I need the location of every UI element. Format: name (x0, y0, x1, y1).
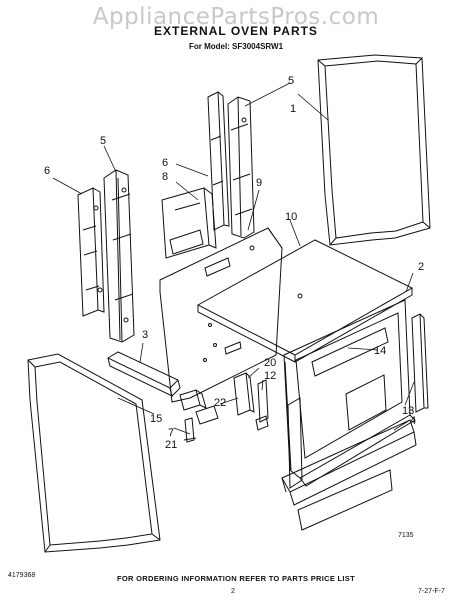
callout-20: 20 (264, 357, 277, 369)
hinge-brackets (234, 373, 268, 430)
vent-bracket-part-8 (162, 188, 216, 258)
callout-5-left: 5 (100, 135, 107, 147)
door-frame-part-1 (318, 55, 430, 245)
callout-3: 3 (142, 329, 149, 341)
callout-1: 1 (290, 103, 297, 115)
callout-22: 22 (214, 397, 227, 409)
back-panel-part-9 (160, 228, 282, 402)
leveling-legs (180, 390, 218, 442)
callout-4: 4 (410, 415, 417, 427)
document-number: 4179368 (8, 572, 36, 579)
callout-13: 13 (402, 405, 415, 417)
door-panel-part-14 (312, 328, 388, 430)
callout-12: 12 (264, 370, 277, 382)
left-channel-part-5 (104, 170, 134, 342)
callout-6-center: 6 (162, 157, 169, 169)
lower-front-panel (288, 398, 392, 530)
right-channel-part-5 (228, 97, 254, 238)
ordering-note: FOR ORDERING INFORMATION REFER TO PARTS … (117, 574, 355, 583)
front-door-frame (28, 354, 160, 552)
side-strip-part-13 (412, 314, 428, 412)
watermark-text: AppliancePartsPros.com (92, 4, 380, 30)
callout-10: 10 (285, 211, 298, 223)
left-side-trim-part-6 (78, 188, 104, 316)
callout-21: 21 (165, 439, 178, 451)
diagram-title: EXTERNAL OVEN PARTS (154, 24, 318, 38)
callout-9: 9 (256, 177, 263, 189)
top-panel-part-10 (198, 240, 412, 362)
callout-7: 7 (168, 427, 175, 439)
callout-2: 2 (418, 261, 425, 273)
callout-8: 8 (162, 171, 169, 183)
front-frame-part-2 (284, 300, 415, 486)
callout-6-left: 6 (44, 165, 51, 177)
callout-14: 14 (374, 345, 387, 357)
base-rail-part-3 (108, 352, 180, 396)
kick-plate-part-4 (282, 420, 416, 505)
page-number: 2 (231, 588, 235, 595)
figure-code: 7135 (398, 532, 414, 539)
callout-15: 15 (150, 413, 163, 425)
callout-5-right: 5 (288, 75, 295, 87)
date-code: 7-27-F-7 (418, 588, 445, 595)
model-number: For Model: SF3004SRW1 (188, 42, 284, 51)
center-side-strip-part-6 (208, 92, 229, 230)
leader-lines (53, 83, 414, 434)
